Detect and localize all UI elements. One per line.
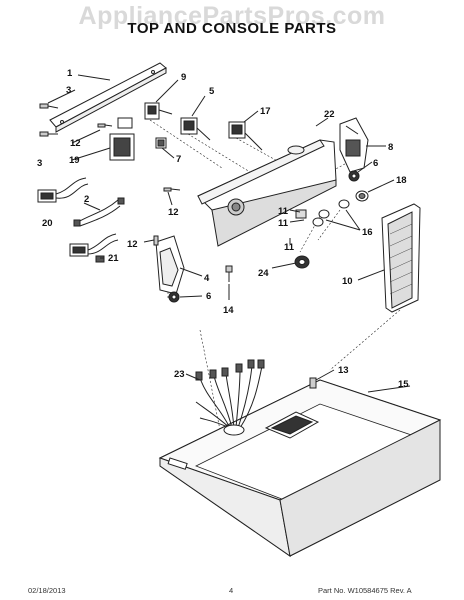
leader-2 xyxy=(83,202,101,211)
lint-screen-10-part xyxy=(381,203,421,313)
timer-19-part xyxy=(109,117,135,161)
knob-18-part xyxy=(355,190,369,202)
callout-10: 10 xyxy=(342,276,353,287)
callout-16: 16 xyxy=(362,227,373,238)
footer-part-number: Part No. W10584675 Rev. A xyxy=(318,586,412,595)
callout-23: 23 xyxy=(174,369,185,380)
callout-11a: 11 xyxy=(278,206,289,217)
leader-1 xyxy=(77,74,111,81)
leader-18 xyxy=(367,179,395,193)
leader-12c xyxy=(143,239,155,243)
leader-4 xyxy=(179,267,203,277)
callout-4: 4 xyxy=(204,273,210,284)
callout-12a: 12 xyxy=(70,138,81,149)
leader-16b xyxy=(325,219,361,231)
screw-12c-part xyxy=(153,235,159,246)
top-panel-15-part xyxy=(158,379,442,558)
callout-3a: 3 xyxy=(66,85,71,96)
switch-5-part xyxy=(180,117,211,141)
end-cap-4-part xyxy=(155,235,185,295)
leader-5 xyxy=(191,95,206,117)
rear-panel-part xyxy=(49,62,167,133)
callout-14: 14 xyxy=(223,305,234,316)
leader-10 xyxy=(357,269,385,281)
leader-19 xyxy=(71,147,111,161)
leader-22 xyxy=(315,117,329,127)
clip-6b-part xyxy=(168,291,180,303)
leader-17 xyxy=(243,110,259,123)
callout-6b: 6 xyxy=(206,291,211,302)
leader-6b xyxy=(179,295,203,298)
callout-labels: 1 3 3 12 19 9 5 7 17 22 8 6 18 2 20 12 1… xyxy=(37,68,409,390)
callout-5: 5 xyxy=(209,86,215,97)
screw-12a-part xyxy=(97,123,113,128)
callout-11b: 11 xyxy=(278,218,289,229)
leader-13 xyxy=(315,369,335,381)
leader-11b xyxy=(289,219,305,223)
callout-24: 24 xyxy=(258,268,269,279)
console-22-part xyxy=(197,139,337,247)
leader-7 xyxy=(161,147,175,159)
leader-3a xyxy=(47,89,76,104)
callout-7: 7 xyxy=(176,154,181,165)
callout-17: 17 xyxy=(260,106,271,117)
leader-6a xyxy=(357,161,373,173)
callout-18: 18 xyxy=(396,175,407,186)
callout-6a: 6 xyxy=(373,158,378,169)
screw-3a-part xyxy=(39,103,59,109)
leader-16a xyxy=(345,209,361,231)
callout-15: 15 xyxy=(398,379,409,390)
callout-9: 9 xyxy=(181,72,186,83)
callout-22: 22 xyxy=(324,109,335,120)
leader-12a xyxy=(71,129,101,144)
callout-11c: 11 xyxy=(284,242,295,253)
leader-9 xyxy=(155,79,179,103)
harness-21-part xyxy=(69,233,119,263)
callout-12c: 12 xyxy=(127,239,138,250)
callout-12b: 12 xyxy=(168,207,179,218)
switch-7-part xyxy=(155,137,167,149)
switch-17-part xyxy=(228,121,263,151)
callout-20: 20 xyxy=(42,218,53,229)
wiring-harness-23-part xyxy=(195,359,265,436)
leader-15 xyxy=(367,385,411,393)
page-title: TOP AND CONSOLE PARTS xyxy=(127,20,337,37)
leader-23 xyxy=(185,373,201,381)
callout-3b: 3 xyxy=(37,158,42,169)
callout-19: 19 xyxy=(69,155,80,166)
callout-21: 21 xyxy=(108,253,119,264)
harness-20-part xyxy=(37,177,89,203)
screw-13-part xyxy=(309,377,317,389)
knob-24-part xyxy=(294,255,310,269)
screw-12b-part xyxy=(163,187,181,192)
knob-6a-part xyxy=(348,170,360,182)
leader-12b xyxy=(167,191,173,206)
callout-8: 8 xyxy=(388,142,393,153)
watermark-text: AppliancePartsPros.com xyxy=(78,2,386,30)
leader-24 xyxy=(271,262,297,269)
harness-2-part xyxy=(73,197,125,227)
screw-3b-part xyxy=(39,131,58,137)
knobs-16-part xyxy=(295,199,350,227)
screw-14-part xyxy=(225,265,233,282)
footer-date: 02/18/2013 xyxy=(28,586,66,595)
switch-9-part xyxy=(144,102,173,120)
callout-2: 2 xyxy=(84,194,89,205)
leader-11a xyxy=(289,209,301,213)
callout-1: 1 xyxy=(67,68,73,79)
control-8-part xyxy=(339,117,369,173)
footer-page-number: 4 xyxy=(229,586,234,595)
callout-13: 13 xyxy=(338,365,349,376)
